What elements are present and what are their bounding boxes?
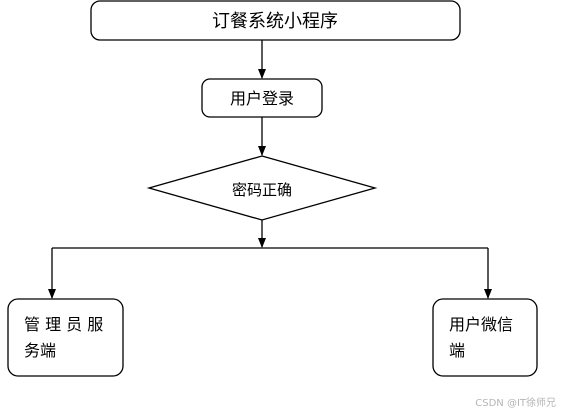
admin-service-box bbox=[7, 298, 124, 377]
wechat-client-box bbox=[432, 298, 538, 377]
password-check-text: 密码正确 bbox=[232, 181, 292, 199]
admin-service-text-line2: 务端 bbox=[24, 341, 56, 360]
admin-service-text-line1: 管 理 员 服 bbox=[24, 315, 103, 334]
title-box bbox=[90, 0, 461, 41]
wechat-client-text-line2: 端 bbox=[449, 341, 465, 360]
watermark-text: CSDN @IT徐师兄 bbox=[475, 398, 556, 409]
login-text: 用户登录 bbox=[230, 89, 294, 108]
wechat-client-text-line1: 用户微信 bbox=[449, 315, 513, 334]
title-text: 订餐系统小程序 bbox=[212, 11, 338, 32]
